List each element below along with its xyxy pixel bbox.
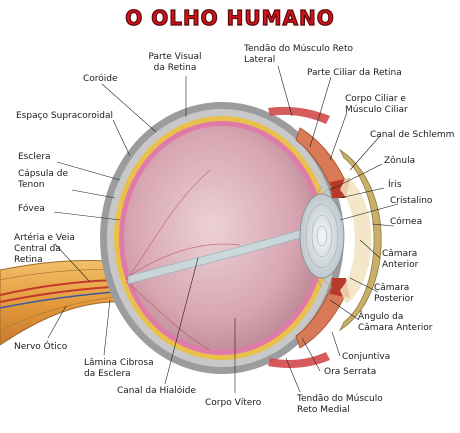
- label-espaco-supracoroidal: Espaço Supracoroidal: [16, 111, 113, 121]
- label-parte-ciliar: Parte Ciliar da Retina: [307, 68, 402, 78]
- lens-ring-3: [316, 225, 328, 247]
- label-corpo-vitreo: Corpo Vítero: [205, 398, 262, 408]
- label-canal-hialoide: Canal da Hialóide: [117, 386, 197, 396]
- cornea: [338, 148, 382, 332]
- label-cristalino: Cristalino: [390, 196, 433, 206]
- vitreous-body: [124, 126, 320, 350]
- label-capsula-tenon: Cápsula de Tenon: [18, 169, 69, 190]
- label-camara-anterior: Câmara Anterior: [382, 249, 419, 270]
- label-cornea: Córnea: [390, 217, 423, 227]
- leader-lines: [47, 65, 399, 393]
- label-ora-serrata: Ora Serrata: [324, 367, 377, 377]
- medial-rectus-tendon: [268, 352, 330, 368]
- anterior-chamber: [340, 176, 372, 304]
- page-title: O OLHO HUMANO: [125, 6, 335, 30]
- label-fovea: Fóvea: [18, 204, 45, 214]
- lateral-rectus-tendon: [268, 106, 330, 124]
- label-canal-schlemm: Canal de Schlemm: [370, 130, 455, 140]
- label-tendao-medial: Tendão do Músculo Reto Medial: [297, 394, 383, 415]
- zonule-fibres: [315, 185, 333, 289]
- label-angulo-camara: Ângulo da Câmara Anterior: [358, 312, 433, 333]
- lens-ring-1: [305, 203, 339, 269]
- label-iris: Íris: [388, 180, 402, 190]
- label-nervo-otico: Nervo Ótico: [14, 342, 68, 352]
- label-lamina-cribrosa: Lâmina Cibrosa da Esclera: [84, 358, 154, 379]
- label-parte-visual-retina: Parte Visual da Retina: [148, 52, 202, 73]
- lens-ring-2: [311, 214, 333, 258]
- label-conjuntiva: Conjuntiva: [342, 352, 391, 362]
- label-tendao-lateral: Tendão do Músculo Reto Lateral: [244, 44, 353, 65]
- label-coroide: Coróide: [83, 74, 118, 84]
- label-arteria-veia: Artéria e Veia Central da Retina: [14, 233, 75, 265]
- label-esclera: Esclera: [18, 152, 51, 162]
- label-camara-posterior: Câmara Posterior: [374, 283, 414, 304]
- retinal-vessels: [125, 169, 241, 351]
- label-corpo-ciliar: Corpo Ciliar e Músculo Ciliar: [345, 94, 408, 115]
- lens: [299, 193, 345, 279]
- title-banner: O OLHO HUMANO: [125, 5, 335, 30]
- label-zonula: Zônula: [384, 156, 416, 166]
